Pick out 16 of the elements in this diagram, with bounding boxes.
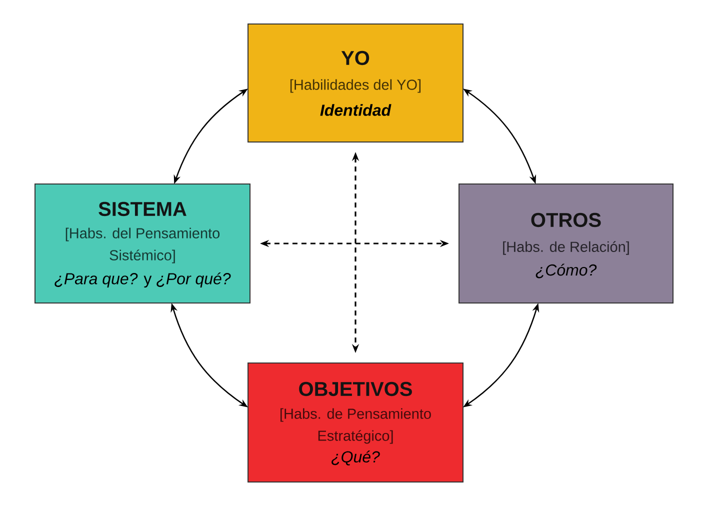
box-subheading: [Habs. del Pensamiento Sistémico] (66, 228, 220, 264)
box-heading: OBJETIVOS (299, 382, 412, 396)
box-heading: YO (341, 50, 370, 66)
box-heading: OTROS (531, 212, 601, 228)
box-subheading: [Habs. de Relación] (503, 241, 629, 255)
box-subheading: [Habilidades del YO] (290, 79, 421, 93)
concept-box (248, 362, 464, 482)
concept-box (248, 24, 464, 142)
box-question: ¿Qué? (332, 450, 380, 466)
concept-box (34, 184, 250, 304)
box-subheading: [Habs. de Pensamiento Estratégico] (280, 408, 431, 444)
box-question: ¿Para que? y ¿Por qué? (54, 272, 231, 288)
concept-box (458, 184, 674, 304)
box-question: Identidad (320, 104, 392, 116)
box-heading: SISTEMA (98, 202, 186, 216)
box-question: ¿Cómo? (536, 264, 597, 278)
